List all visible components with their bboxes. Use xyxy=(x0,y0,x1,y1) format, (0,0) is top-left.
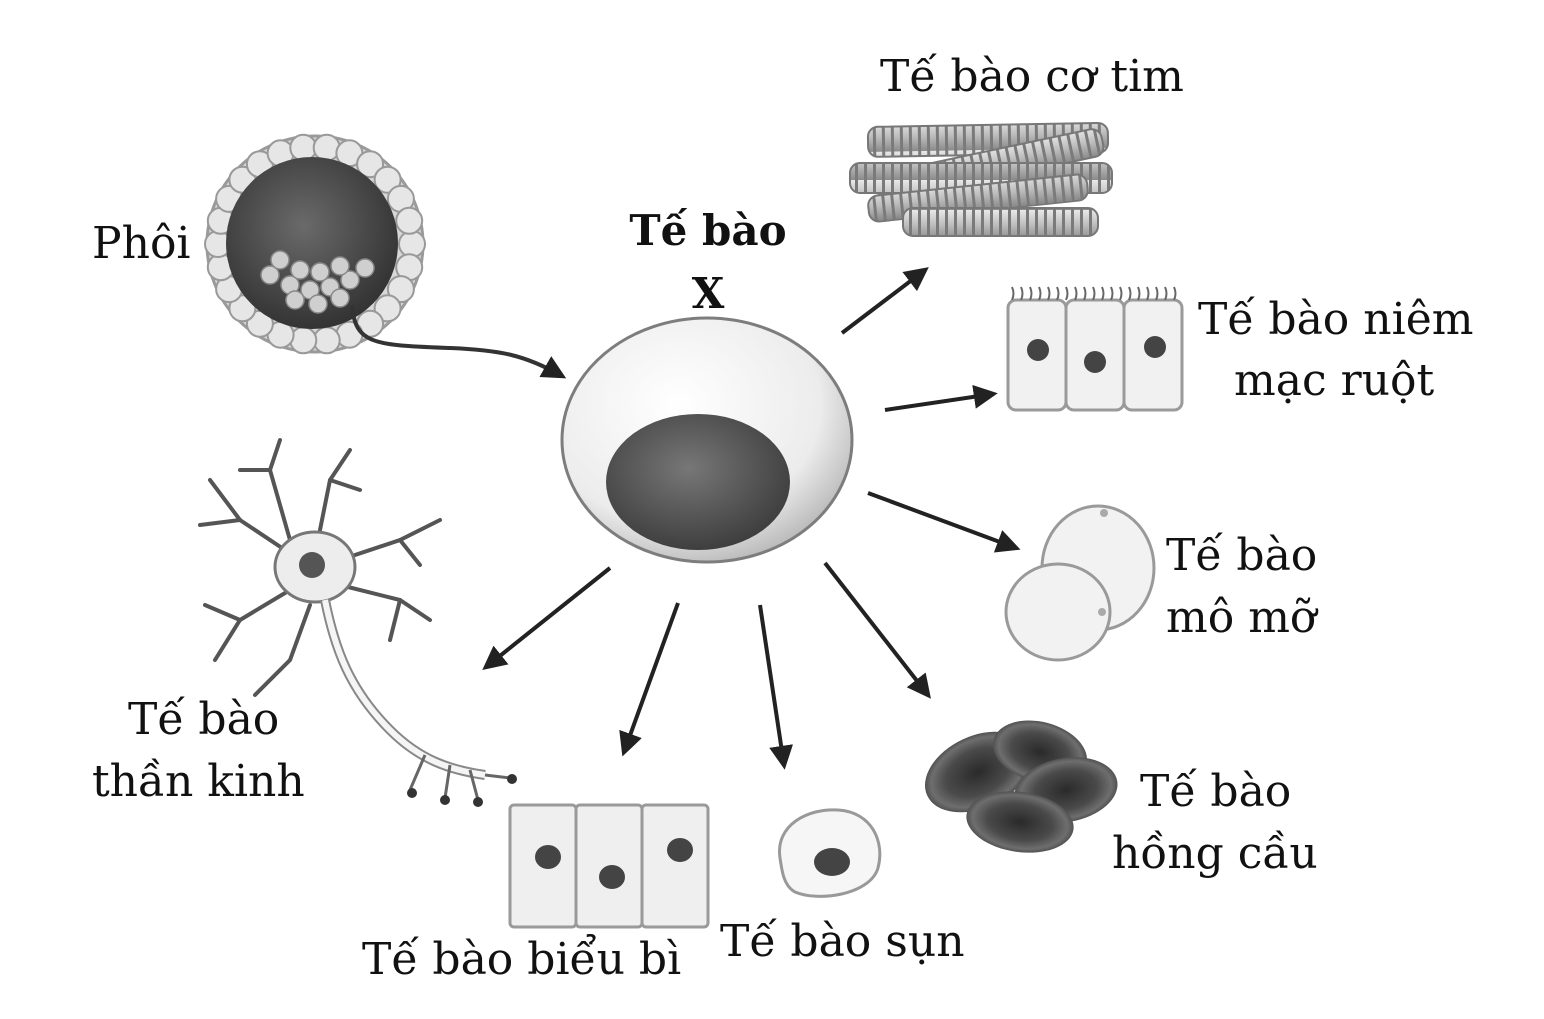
adipose-cells-illustration xyxy=(1004,504,1156,662)
microvillus xyxy=(1146,286,1150,301)
embryo-cell xyxy=(312,133,341,162)
embryo-connector-arrow xyxy=(350,304,567,379)
arrow-to-cardiac xyxy=(840,267,929,335)
neuron-illustration xyxy=(198,438,517,807)
embryo-cell xyxy=(373,165,402,194)
embryo-outer-cells xyxy=(204,133,426,355)
microvillus xyxy=(1128,286,1132,301)
arrow-to-cartilage xyxy=(758,604,794,770)
neuron-label-line1: Tế bào xyxy=(128,694,279,745)
embryo-cell xyxy=(289,326,318,355)
microvillus xyxy=(1074,286,1078,301)
inner-mass-cell xyxy=(330,288,350,308)
inner-mass-cell xyxy=(270,250,290,270)
microvillus xyxy=(1173,286,1177,301)
embryo-cell xyxy=(356,150,385,179)
microvillus xyxy=(1092,286,1096,301)
microvillus xyxy=(1110,286,1114,301)
epidermal-cells-illustration xyxy=(508,803,710,929)
microvillus xyxy=(1029,286,1033,301)
embryo-cell xyxy=(312,326,341,355)
differentiation-arrows xyxy=(482,267,1021,770)
embryo-cell xyxy=(289,133,318,162)
embryo-cell xyxy=(395,206,424,235)
microvillus xyxy=(1119,286,1123,301)
arrow-to-intestinal xyxy=(884,384,998,412)
red-blood-label-line1: Tế bào xyxy=(1140,766,1291,817)
microvillus xyxy=(1038,286,1042,301)
arrow-to-red-blood xyxy=(823,561,931,699)
red-blood-label-line2: hồng cầu xyxy=(1112,828,1318,879)
red-blood-cells-illustration xyxy=(925,720,1118,853)
embryo-label: Phôi xyxy=(92,218,191,269)
inner-mass-cell xyxy=(285,290,305,310)
microvillus xyxy=(1020,286,1024,301)
intestinal-cells-illustration xyxy=(1006,286,1184,412)
cartilage-cell-illustration xyxy=(778,808,882,898)
microvillus xyxy=(1011,286,1015,301)
arrow-to-neuron xyxy=(482,566,612,670)
cardiac-muscle-illustration xyxy=(849,121,1113,237)
embryo-cell xyxy=(398,230,426,258)
arrow-to-adipose xyxy=(867,491,1021,553)
microvillus xyxy=(1137,286,1141,301)
microvillus xyxy=(1101,286,1105,301)
inner-mass-cell xyxy=(355,258,375,278)
epidermal-label: Tế bào biểu bì xyxy=(362,933,681,985)
embryo-illustration xyxy=(204,133,567,379)
microvillus xyxy=(1155,286,1159,301)
arrow-to-epidermal xyxy=(619,602,680,757)
stem-cell-x xyxy=(560,316,854,564)
adipose-label-line1: Tế bào xyxy=(1166,530,1317,581)
embryo-inner-cell-mass xyxy=(260,250,375,314)
embryo-cell xyxy=(228,294,257,323)
cartilage-label: Tế bào sụn xyxy=(720,916,965,967)
adipose-label-line2: mô mỡ xyxy=(1166,592,1319,643)
embryo-cell xyxy=(373,294,402,323)
inner-mass-cell xyxy=(308,294,328,314)
inner-mass-cell xyxy=(260,265,280,285)
stem-cell-nucleus xyxy=(606,414,790,550)
microvillus xyxy=(1056,286,1060,301)
intestinal-label-line1: Tế bào niêm xyxy=(1198,294,1473,345)
microvillus xyxy=(1047,286,1051,301)
inner-mass-cell xyxy=(340,270,360,290)
inner-mass-cell xyxy=(310,262,330,282)
cardiac-label: Tế bào cơ tim xyxy=(880,51,1184,102)
microvillus xyxy=(1164,286,1168,301)
center-cell-label-line2: X xyxy=(692,269,725,318)
intestinal-label-line2: mạc ruột xyxy=(1234,355,1434,406)
inner-mass-cell xyxy=(290,260,310,280)
neuron-label-line2: thần kinh xyxy=(92,756,305,807)
microvillus xyxy=(1083,286,1087,301)
embryo-cell xyxy=(386,275,415,304)
microvillus xyxy=(1065,286,1069,301)
inner-mass-cell xyxy=(330,256,350,276)
center-cell-label-line1: Tế bào xyxy=(629,206,786,255)
